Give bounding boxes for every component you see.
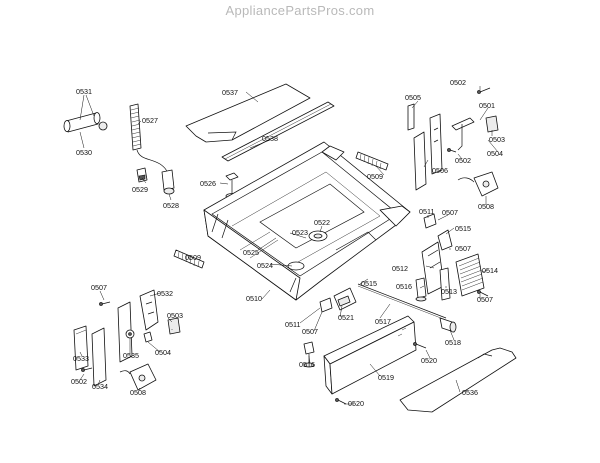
label-0510[interactable]: 0510 bbox=[246, 294, 262, 303]
label-0507-d[interactable]: 0507 bbox=[302, 327, 318, 336]
part-number-labels: 0531 0530 0537 0527 0538 0529 0528 0526 … bbox=[71, 78, 505, 408]
part-0509-spring-right[interactable] bbox=[355, 151, 389, 171]
part-0536-lower-panel[interactable] bbox=[399, 347, 517, 413]
label-0507-b[interactable]: 0507 bbox=[455, 244, 471, 253]
label-0514[interactable]: 0514 bbox=[482, 266, 498, 275]
label-0512[interactable]: 0512 bbox=[392, 264, 408, 273]
label-0527[interactable]: 0527 bbox=[142, 116, 158, 125]
part-0508-hinge-right[interactable] bbox=[457, 171, 499, 197]
part-0502-screw-top[interactable] bbox=[477, 87, 491, 94]
part-0516-bolt-bottom[interactable] bbox=[303, 341, 315, 368]
part-0503-block[interactable] bbox=[485, 115, 499, 133]
part-0511-clip-center[interactable] bbox=[319, 297, 333, 313]
part-0507-screw-left[interactable] bbox=[99, 301, 111, 306]
label-0503-left[interactable]: 0503 bbox=[167, 311, 183, 320]
part-0529-clip[interactable] bbox=[136, 167, 148, 183]
part-0505-bracket[interactable] bbox=[407, 103, 443, 191]
label-0535[interactable]: 0535 bbox=[123, 351, 139, 360]
part-0533-pad[interactable] bbox=[73, 325, 89, 371]
part-0502-screw-mid[interactable] bbox=[447, 148, 457, 153]
label-0503-right[interactable]: 0503 bbox=[489, 135, 505, 144]
part-0532-bracket-left[interactable] bbox=[117, 289, 159, 363]
part-0507-screw-right[interactable] bbox=[477, 290, 489, 297]
part-0509-spring-left[interactable] bbox=[173, 249, 205, 269]
label-0529[interactable]: 0529 bbox=[132, 185, 148, 194]
label-0507-e[interactable]: 0507 bbox=[91, 283, 107, 292]
label-0504-left[interactable]: 0504 bbox=[155, 348, 171, 357]
part-0504-spring-left[interactable] bbox=[143, 331, 153, 343]
part-0538-seal-strip[interactable] bbox=[221, 101, 335, 162]
label-0519[interactable]: 0519 bbox=[378, 373, 394, 382]
part-0501-latch[interactable] bbox=[451, 117, 475, 151]
label-0515-center[interactable]: 0515 bbox=[361, 279, 377, 288]
label-0523[interactable]: 0523 bbox=[292, 228, 308, 237]
watermark: AppliancePartsPros.com bbox=[225, 3, 375, 18]
label-0511-center[interactable]: 0511 bbox=[285, 320, 300, 329]
label-0516-bottom[interactable]: 0516 bbox=[299, 360, 315, 369]
label-0531[interactable]: 0531 bbox=[76, 87, 92, 96]
label-0502-top[interactable]: 0502 bbox=[450, 78, 466, 87]
label-0520-right[interactable]: 0520 bbox=[421, 356, 437, 365]
label-0522[interactable]: 0522 bbox=[314, 218, 330, 227]
label-0537[interactable]: 0537 bbox=[222, 88, 238, 97]
label-0507-c[interactable]: 0507 bbox=[477, 295, 493, 304]
label-0528[interactable]: 0528 bbox=[163, 201, 179, 210]
part-0513-post[interactable] bbox=[439, 267, 451, 301]
label-0508-right[interactable]: 0508 bbox=[478, 202, 494, 211]
label-0520-bottom[interactable]: 0520 bbox=[348, 399, 364, 408]
label-0515-right[interactable]: 0515 bbox=[455, 224, 471, 233]
part-0535-cam[interactable] bbox=[125, 329, 135, 339]
label-0525[interactable]: 0525 bbox=[243, 248, 259, 257]
part-0511-clip-right[interactable] bbox=[423, 213, 437, 229]
part-0520-screw-bottom[interactable] bbox=[335, 398, 347, 405]
part-0514-grille[interactable] bbox=[455, 253, 485, 297]
part-0530-roller[interactable] bbox=[63, 112, 108, 133]
label-0521[interactable]: 0521 bbox=[338, 313, 354, 322]
part-0527-hose[interactable] bbox=[129, 103, 175, 195]
label-0518[interactable]: 0518 bbox=[445, 338, 461, 347]
label-0517[interactable]: 0517 bbox=[375, 317, 391, 326]
leader-lines bbox=[79, 86, 499, 405]
part-0503-block-left[interactable] bbox=[167, 317, 181, 335]
label-0504-right[interactable]: 0504 bbox=[487, 149, 503, 158]
label-0509-right[interactable]: 0509 bbox=[367, 172, 383, 181]
label-0511-right[interactable]: 0511 bbox=[419, 207, 434, 216]
label-0508-left[interactable]: 0508 bbox=[130, 388, 146, 397]
label-0501[interactable]: 0501 bbox=[479, 101, 495, 110]
part-0534-clip[interactable] bbox=[91, 327, 107, 387]
part-0510-base-frame[interactable] bbox=[203, 141, 411, 301]
label-0524[interactable]: 0524 bbox=[257, 261, 273, 270]
label-0526[interactable]: 0526 bbox=[200, 179, 216, 188]
label-0516-right[interactable]: 0516 bbox=[396, 282, 412, 291]
part-0521-bracket[interactable] bbox=[333, 287, 357, 311]
label-0534[interactable]: 0534 bbox=[92, 382, 108, 391]
part-0537-cover-plate[interactable] bbox=[185, 83, 311, 143]
label-0509-left[interactable]: 0509 bbox=[185, 253, 201, 262]
label-0532[interactable]: 0532 bbox=[157, 289, 173, 298]
part-0508-hinge-left[interactable] bbox=[119, 363, 157, 391]
label-0533[interactable]: 0533 bbox=[73, 354, 89, 363]
label-0505[interactable]: 0505 bbox=[405, 93, 421, 102]
label-0502-left[interactable]: 0502 bbox=[71, 377, 87, 386]
part-0517-rod[interactable] bbox=[357, 283, 447, 321]
label-0538[interactable]: 0538 bbox=[262, 134, 278, 143]
label-0513[interactable]: 0513 bbox=[441, 287, 457, 296]
part-0516-bolt-right[interactable] bbox=[415, 277, 427, 302]
part-0502-screw-left[interactable] bbox=[81, 367, 93, 372]
label-0536[interactable]: 0536 bbox=[462, 388, 478, 397]
label-0530[interactable]: 0530 bbox=[76, 148, 92, 157]
part-0518-end-cap[interactable] bbox=[439, 317, 457, 333]
label-0502-mid[interactable]: 0502 bbox=[455, 156, 471, 165]
part-0519-kick-panel[interactable] bbox=[323, 315, 417, 395]
label-0506[interactable]: 0506 bbox=[432, 166, 448, 175]
label-0507-a[interactable]: 0507 bbox=[442, 208, 458, 217]
part-0520-screw-right[interactable] bbox=[413, 342, 427, 349]
